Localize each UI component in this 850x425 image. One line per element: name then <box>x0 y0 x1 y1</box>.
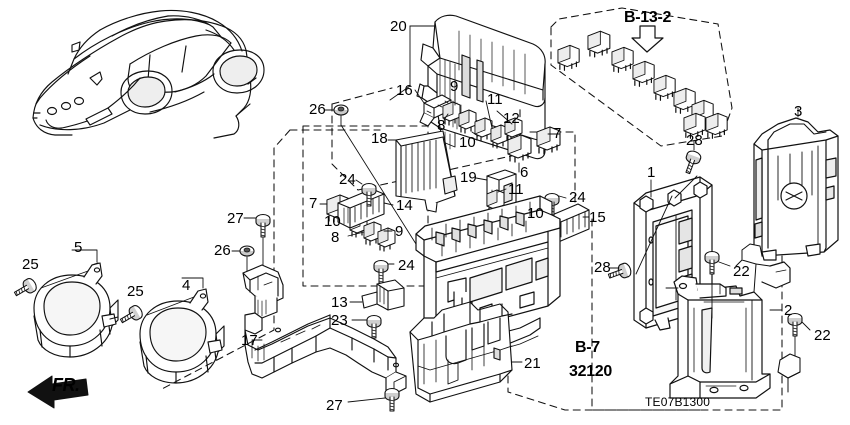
callout-22-b: 22 <box>814 327 831 344</box>
callout-9-b: 9 <box>395 223 404 240</box>
callout-13: 13 <box>331 294 348 311</box>
bolt-part27-a <box>255 213 271 238</box>
dashed-group-lower-right <box>591 218 783 411</box>
connector-part14 <box>337 188 385 229</box>
bolt-25-left <box>11 276 39 301</box>
fusebox-bracket-part17 <box>242 264 407 395</box>
arrow-up-b132 <box>631 25 664 53</box>
callout-27-b: 27 <box>326 397 343 414</box>
callout-16: 16 <box>396 82 413 99</box>
fuse-part10 <box>474 117 493 142</box>
ref-b13-2: B-13-2 <box>624 9 672 26</box>
callout-14: 14 <box>396 197 413 214</box>
callout-17: 17 <box>241 332 258 349</box>
diagram-code: TE07B1300 <box>645 395 711 409</box>
callout-7-a: 7 <box>553 125 562 142</box>
callout-25-a: 25 <box>22 256 39 273</box>
callout-8-a: 8 <box>437 117 446 134</box>
ref-32120: 32120 <box>569 363 612 380</box>
fusebox-lower-part21 <box>409 301 513 403</box>
callout-5: 5 <box>74 239 83 256</box>
horn-low-part4 <box>139 288 225 384</box>
callout-11-b: 11 <box>508 181 524 198</box>
bolt-part27-b <box>384 387 400 412</box>
callout-8-b: 8 <box>331 229 340 246</box>
callout-23: 23 <box>331 312 348 329</box>
vehicle-illustration <box>32 9 265 139</box>
dashed-group-left <box>159 129 381 391</box>
callout-7-b: 7 <box>309 195 318 212</box>
bolt-part28-a <box>680 148 703 176</box>
callout-26-a: 26 <box>309 101 326 118</box>
bolt-part23 <box>366 314 382 339</box>
callout-10-c: 10 <box>324 213 341 230</box>
ecm-bracket-part2 <box>665 243 791 399</box>
finned-module-part18 <box>395 130 458 213</box>
fuse-part9 <box>458 109 477 134</box>
nut-part26-a <box>333 104 349 116</box>
dashed-group-b132 <box>550 7 733 147</box>
callout-20: 20 <box>390 18 407 35</box>
relay-part6 <box>507 134 532 163</box>
bolt-part24-c <box>373 259 389 284</box>
fr-arrow-icon <box>27 375 89 409</box>
callout-28-b: 28 <box>594 259 611 276</box>
callout-4: 4 <box>182 277 191 294</box>
callout-27-a: 27 <box>227 210 244 227</box>
callout-10-a: 10 <box>459 134 476 151</box>
fuse-part8 <box>442 101 461 126</box>
callout-1: 1 <box>647 164 656 181</box>
callout-19: 19 <box>460 169 477 186</box>
callout-24-b: 24 <box>569 189 586 206</box>
callout-26-b: 26 <box>214 242 231 259</box>
callout-6: 6 <box>520 164 529 181</box>
callout-11-a: 11 <box>487 91 503 108</box>
ecu-cover-part3 <box>753 117 839 261</box>
callout-22-a: 22 <box>733 263 750 280</box>
callout-12: 12 <box>503 110 520 127</box>
callout-21: 21 <box>524 355 541 372</box>
horn-high-part5 <box>33 262 119 358</box>
callout-25-b: 25 <box>127 283 144 300</box>
callout-24-c: 24 <box>398 257 415 274</box>
callout-3: 3 <box>794 103 803 120</box>
callout-18: 18 <box>371 130 388 147</box>
direction-marker-label: FR. <box>52 375 80 395</box>
nut-part26-b <box>239 245 255 257</box>
fusebox-cover-part20 <box>416 14 546 160</box>
callout-24-a: 24 <box>339 171 356 188</box>
callout-15: 15 <box>589 209 606 226</box>
dashed-group-fusebox <box>302 125 429 287</box>
callout-2: 2 <box>784 302 793 319</box>
callout-10-b: 10 <box>527 205 544 222</box>
ref-b7: B-7 <box>575 339 600 356</box>
bracket-part13 <box>361 279 405 311</box>
callout-9-a: 9 <box>450 78 459 95</box>
callout-28-a: 28 <box>686 132 703 149</box>
bolt-25-right <box>117 303 145 328</box>
